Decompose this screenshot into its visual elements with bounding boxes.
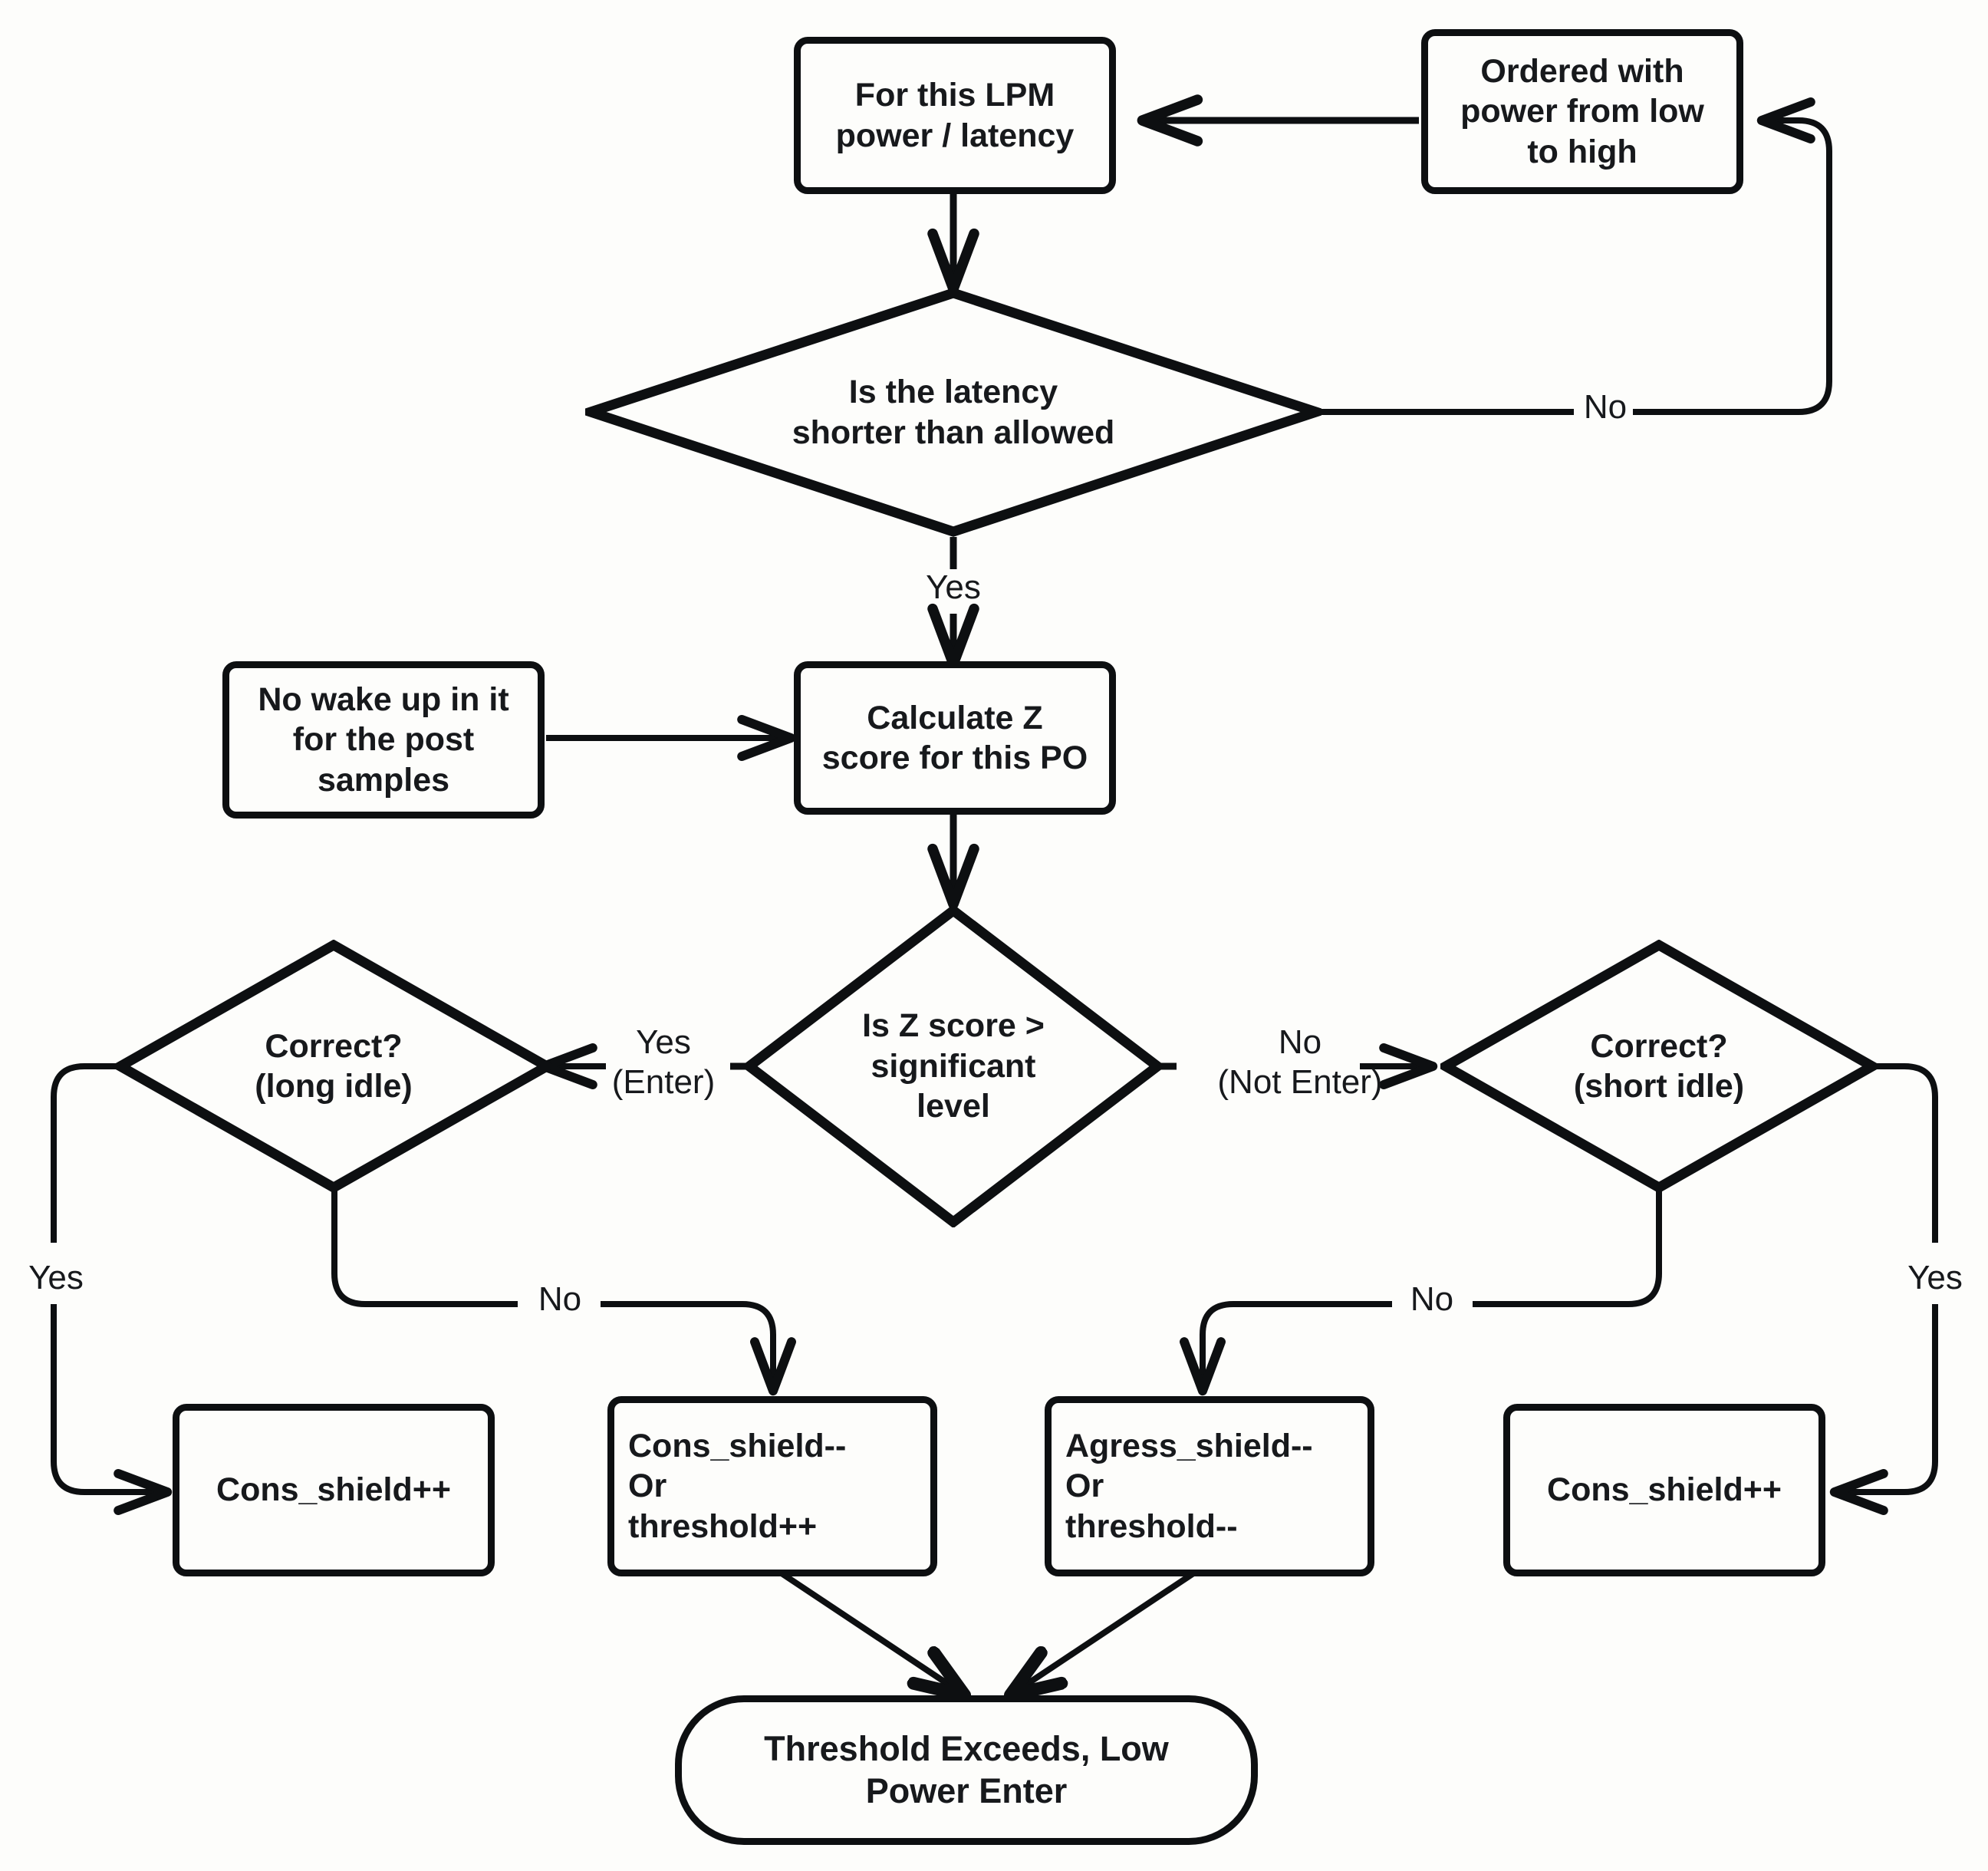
node-latency-decision-label: Is the latency shorter than allowed [792, 374, 1115, 451]
edge-label-latency-yes: Yes [926, 568, 981, 606]
node-cons-shield-increment-left: Cons_shield++ [173, 1404, 495, 1576]
diamond-shape [1440, 940, 1878, 1193]
edge-longidle-yes-a [51, 1063, 150, 1243]
node-z-score-decision: Is Z score > significant level [744, 905, 1163, 1227]
node-calculate-z-score-label: Calculate Z score for this PO [821, 699, 1088, 776]
edge-shortidle-no-b [1180, 1301, 1392, 1396]
node-for-this-lpm: For this LPM power / latency [794, 37, 1116, 194]
edge-shortidle-yes-b [1829, 1304, 1938, 1515]
edge-shortidle-no-a [1473, 1181, 1662, 1307]
node-latency-decision: Is the latency shorter than allowed [585, 288, 1321, 537]
edge-consdec-to-terminator [775, 1567, 963, 1694]
node-cons-shield-increment-left-label: Cons_shield++ [216, 1471, 451, 1509]
node-threshold-exceeds-label: Threshold Exceeds, Low Power Enter [764, 1728, 1169, 1810]
node-z-score-decision-label: Is Z score > significant level [862, 1007, 1045, 1125]
node-cons-shield-increment-right: Cons_shield++ [1503, 1404, 1825, 1576]
node-correct-long-idle-label: Correct? (long idle) [255, 1027, 413, 1105]
edge-label-z-no-not-enter: No (Not Enter) [1217, 1023, 1383, 1101]
edge-label-z-yes-enter: Yes (Enter) [611, 1023, 716, 1101]
diamond-shape [744, 905, 1163, 1227]
edge-label-short-idle-no: No [1410, 1280, 1454, 1318]
edge-longidle-no-b [601, 1301, 796, 1396]
node-for-this-lpm-label: For this LPM power / latency [835, 77, 1075, 154]
node-ordered-with-power-label: Ordered with power from low to high [1460, 52, 1704, 170]
node-cons-shield-decrement-label: Cons_shield-- Or threshold++ [628, 1427, 847, 1545]
edge-longidle-no-a [331, 1181, 518, 1307]
edge-label-long-idle-no: No [538, 1280, 582, 1318]
edge-shortidle-yes-a [1843, 1063, 1938, 1243]
diamond-shape [115, 940, 552, 1193]
node-correct-short-idle-label: Correct? (short idle) [1573, 1027, 1745, 1105]
node-correct-short-idle: Correct? (short idle) [1440, 940, 1878, 1193]
edge-longidle-yes-b [51, 1304, 173, 1515]
node-no-wake-up-label: No wake up in it for the post samples [258, 680, 509, 799]
edge-latency-no-b [1633, 97, 1832, 415]
node-no-wake-up: No wake up in it for the post samples [222, 661, 545, 819]
node-cons-shield-decrement: Cons_shield-- Or threshold++ [607, 1396, 937, 1576]
node-ordered-with-power: Ordered with power from low to high [1421, 29, 1743, 194]
edge-label-latency-no: No [1583, 388, 1628, 426]
node-threshold-exceeds-terminator: Threshold Exceeds, Low Power Enter [675, 1695, 1258, 1845]
node-agress-shield-decrement: Agress_shield-- Or threshold-- [1045, 1396, 1374, 1576]
node-agress-shield-decrement-label: Agress_shield-- Or threshold-- [1065, 1427, 1313, 1545]
edge-label-short-idle-yes: Yes [1907, 1259, 1963, 1296]
node-correct-long-idle: Correct? (long idle) [115, 940, 552, 1193]
edge-agressdec-to-terminator [1012, 1567, 1200, 1694]
edge-label-long-idle-yes: Yes [28, 1259, 84, 1296]
node-cons-shield-increment-right-label: Cons_shield++ [1547, 1471, 1782, 1509]
diamond-shape [585, 288, 1321, 537]
node-calculate-z-score: Calculate Z score for this PO [794, 661, 1116, 815]
